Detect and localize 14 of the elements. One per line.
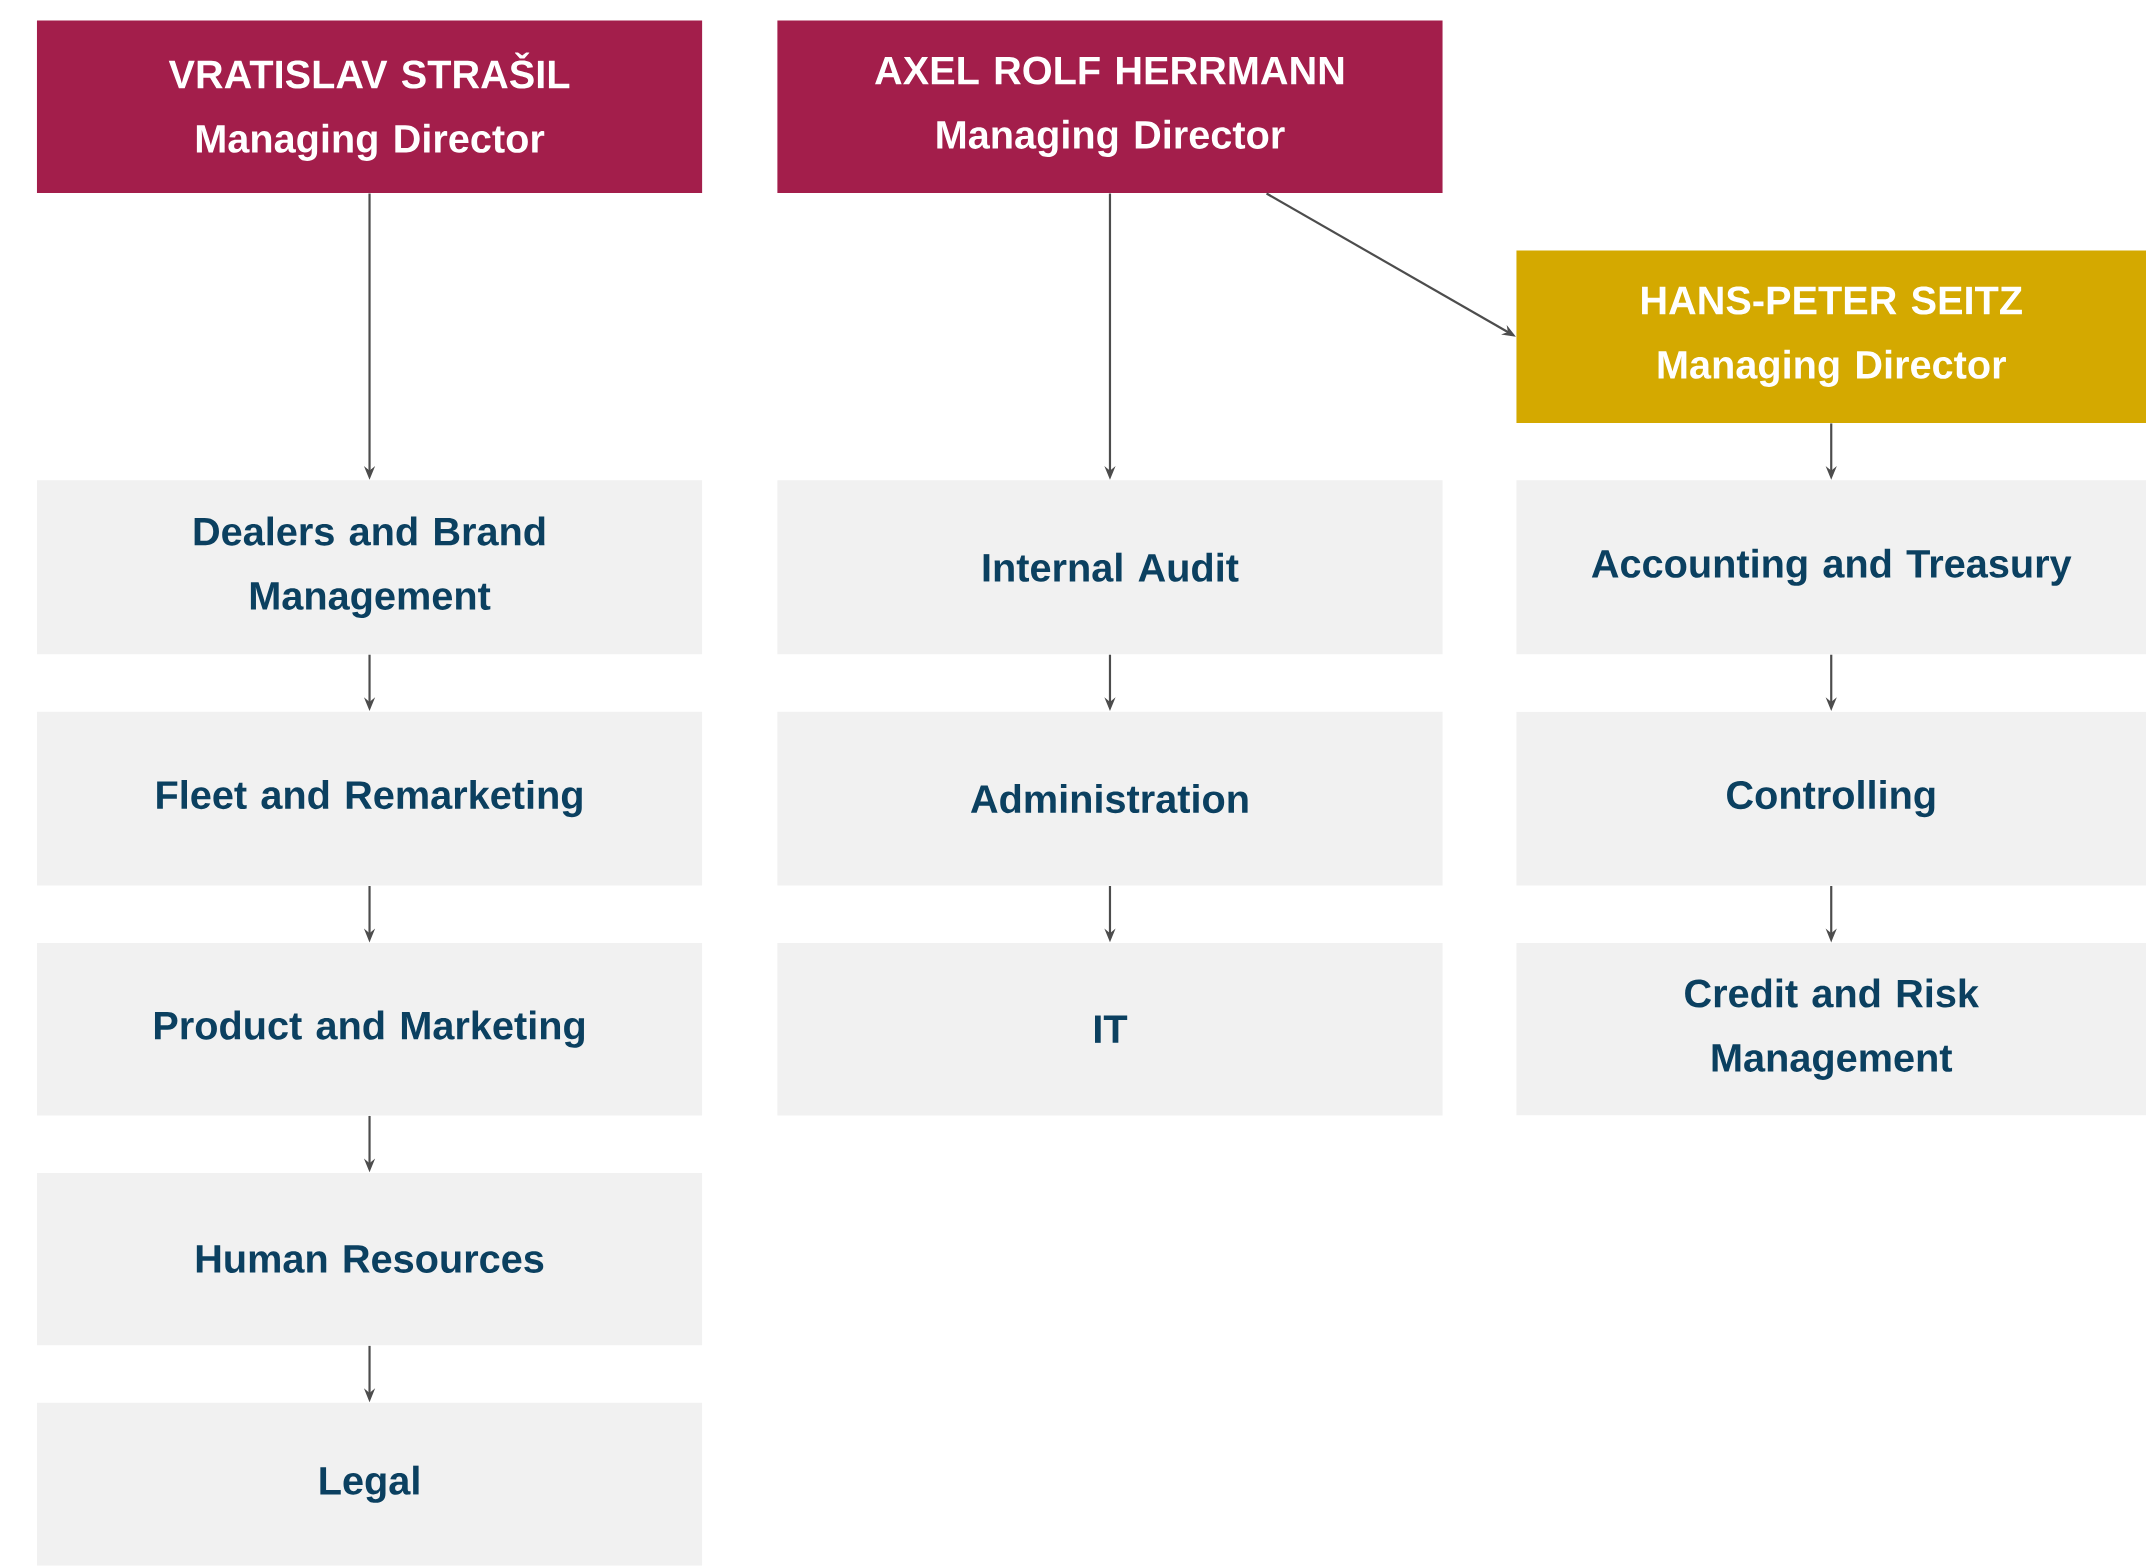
department-box: Human Resources <box>36 1173 703 1346</box>
department-box: Administration <box>777 711 1443 886</box>
department-box: Fleet and Remarketing <box>36 711 703 886</box>
department-box: Accounting and Treasury <box>1516 480 2146 655</box>
director-box: HANS-PETER SEITZ Managing Director <box>1516 250 2146 424</box>
department-box: Controlling <box>1516 711 2146 886</box>
department-box: Dealers and Brand Management <box>36 480 703 655</box>
director-box: AXEL ROLF HERRMANN Managing Director <box>777 20 1443 194</box>
director-box: VRATISLAV STRAŠIL Managing Director <box>36 20 703 194</box>
department-box: Credit and Risk Management <box>1516 943 2146 1116</box>
department-box: IT <box>777 943 1443 1116</box>
department-box: Legal <box>36 1403 703 1566</box>
department-box: Product and Marketing <box>36 943 703 1116</box>
department-box: Internal Audit <box>777 480 1443 655</box>
